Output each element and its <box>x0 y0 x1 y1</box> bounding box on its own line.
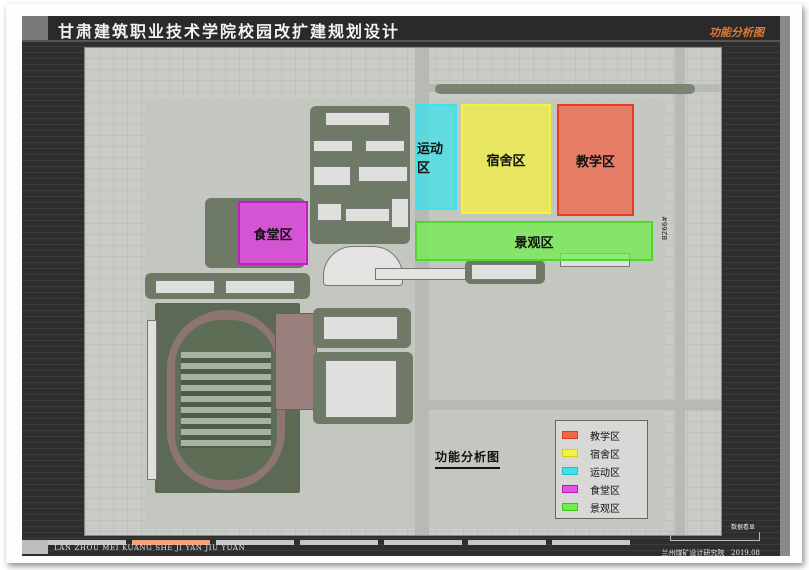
page-segment[interactable] <box>48 540 126 545</box>
legend-swatch <box>562 503 578 511</box>
right-edge-strip <box>780 16 790 556</box>
page-indicator <box>48 540 630 546</box>
institute-credit: 兰州煤矿设计研究院 2019.08 <box>661 548 760 558</box>
legend-item-dormitory: 宿舍区 <box>562 444 647 462</box>
site-plan-map: 运动区 宿舍区 教学区 景观区 食堂区 B266# 功能分析图 教学区 <box>84 47 722 536</box>
building <box>391 198 409 228</box>
project-title: 甘肃建筑职业技术学院校园改扩建规划设计 <box>58 22 401 41</box>
legend-swatch <box>562 485 578 493</box>
drawing-board: 甘肃建筑职业技术学院校园改扩建规划设计 功能分析图 <box>22 16 790 558</box>
institute-name: 兰州煤矿设计研究院 <box>661 549 725 557</box>
road-vertical-east <box>675 48 685 535</box>
legend-item-sports: 运动区 <box>562 462 647 480</box>
zone-label: 食堂区 <box>253 227 293 243</box>
basketball-courts <box>275 313 317 410</box>
legend: 教学区 宿舍区 运动区 食堂区 景观区 <box>555 420 648 519</box>
stamp-box: 数据看显 <box>670 525 760 541</box>
building <box>313 166 351 186</box>
zone-label: 景观区 <box>514 235 554 251</box>
zone-landscape[interactable]: 景观区 <box>415 221 653 261</box>
legend-label: 食堂区 <box>590 485 620 497</box>
building <box>325 112 390 126</box>
building <box>323 316 398 340</box>
zone-teaching[interactable]: 教学区 <box>557 104 634 216</box>
road-label: B266# <box>661 215 669 240</box>
building <box>155 280 215 294</box>
page-segment[interactable] <box>300 540 378 545</box>
page-segment[interactable] <box>384 540 462 545</box>
building <box>225 280 295 294</box>
title-tab-block <box>22 16 48 40</box>
legend-item-landscape: 景观区 <box>562 498 647 516</box>
legend-item-canteen: 食堂区 <box>562 480 647 498</box>
legend-swatch <box>562 449 578 457</box>
legend-label: 宿舍区 <box>590 449 620 461</box>
legend-label: 教学区 <box>590 431 620 443</box>
bottom-bar: LAN ZHOU MEI KUANG SHE JI YAN JIU YUAN 数… <box>22 525 790 558</box>
legend-item-teaching: 教学区 <box>562 426 647 444</box>
page-segment[interactable] <box>552 540 630 545</box>
drawing-sheet: 甘肃建筑职业技术学院校园改扩建规划设计 功能分析图 <box>6 4 802 563</box>
zone-label: 运动区 <box>417 142 444 176</box>
date: 2019.08 <box>731 549 760 557</box>
green-block <box>435 84 695 94</box>
bottom-left-block <box>22 540 48 554</box>
legend-label: 景观区 <box>590 503 620 515</box>
legend-swatch <box>562 431 578 439</box>
stamp-label: 数据看显 <box>730 524 755 531</box>
building <box>471 264 537 280</box>
zone-label: 教学区 <box>575 154 615 170</box>
building <box>317 203 342 221</box>
zone-dormitory[interactable]: 宿舍区 <box>461 104 551 214</box>
gymnasium <box>325 360 397 418</box>
legend-label: 运动区 <box>590 467 620 479</box>
road-horizontal-south <box>415 400 721 410</box>
field-stripes <box>181 352 271 448</box>
building <box>365 140 405 152</box>
zone-sports[interactable]: 运动区 <box>415 104 457 210</box>
page-segment-active[interactable] <box>132 540 210 545</box>
sheet-name: 功能分析图 <box>709 26 764 39</box>
legend-swatch <box>562 467 578 475</box>
page-segment[interactable] <box>468 540 546 545</box>
central-plaza <box>323 246 403 286</box>
building <box>358 166 408 182</box>
building <box>345 208 390 222</box>
building <box>313 140 353 152</box>
zone-label: 宿舍区 <box>486 153 526 169</box>
grandstand <box>147 320 157 480</box>
institute-pinyin: LAN ZHOU MEI KUANG SHE JI YAN JIU YUAN <box>54 544 246 552</box>
map-caption: 功能分析图 <box>435 448 501 469</box>
page-segment[interactable] <box>216 540 294 545</box>
zone-canteen[interactable]: 食堂区 <box>238 201 308 265</box>
title-bar: 甘肃建筑职业技术学院校园改扩建规划设计 功能分析图 <box>22 16 790 42</box>
